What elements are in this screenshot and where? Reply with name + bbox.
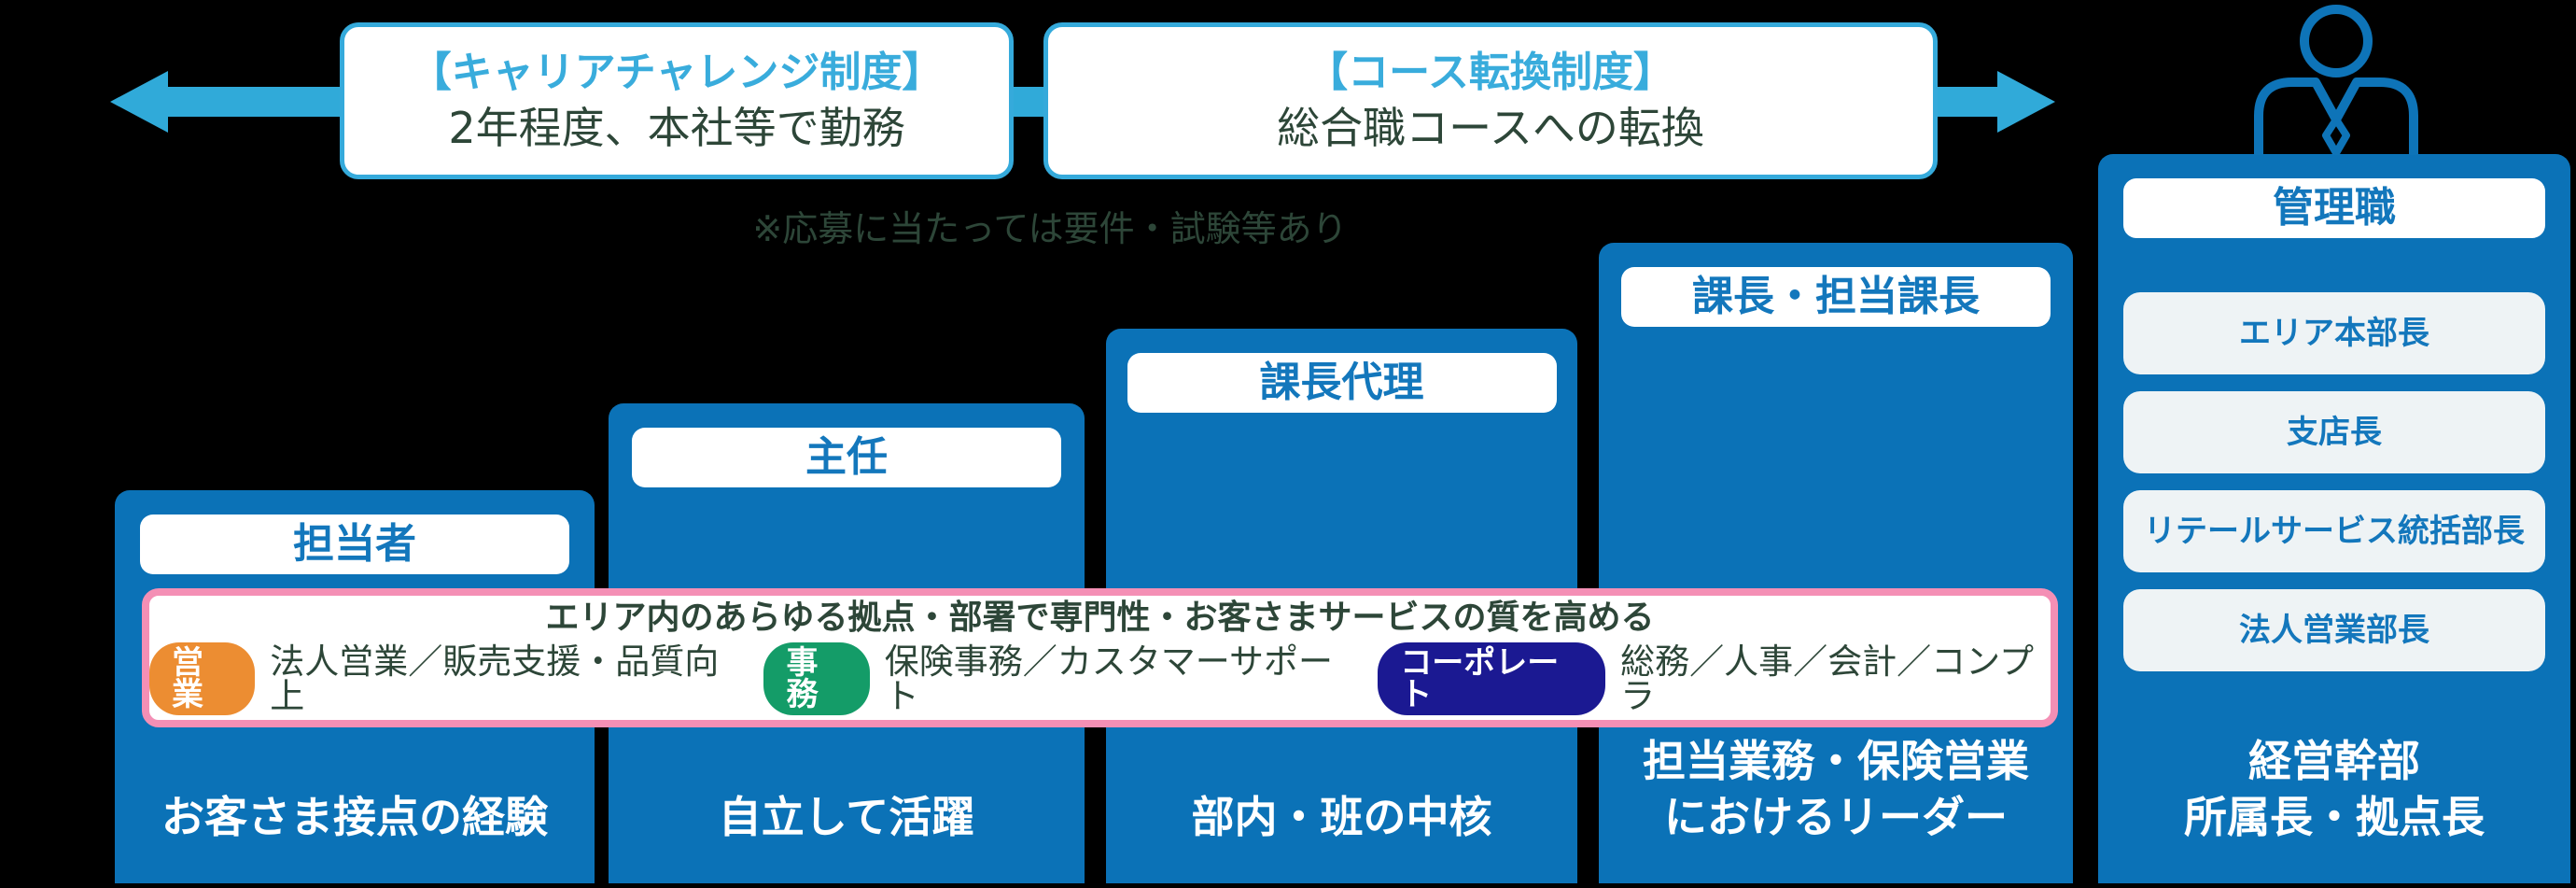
position-item: リテールサービス統括部長 <box>2123 490 2545 572</box>
category-badge: 営業 <box>149 641 256 715</box>
program-description: 2年程度、本社等で勤務 <box>448 103 905 153</box>
category-badge: コーポレート <box>1378 641 1606 715</box>
step-description: 部内・班の中核 <box>1191 792 1492 843</box>
program-box-course-conversion: 【コース転換制度】 総合職コースへの転換 <box>1043 22 1938 179</box>
management-position-list: エリア本部長 支店長 リテールサービス統括部長 法人営業部長 <box>2123 292 2545 671</box>
category-office: 事務 保険事務／カスタマーサポート <box>763 641 1348 716</box>
position-item: エリア本部長 <box>2123 292 2545 374</box>
step-description: お客さま接点の経験 <box>161 792 548 843</box>
rank-badge: 担当者 <box>140 514 569 574</box>
application-note: ※応募に当たっては要件・試験等あり <box>752 208 1348 249</box>
step-description: 経営幹部 所属長・拠点長 <box>2184 736 2485 843</box>
rank-badge: 課長・担当課長 <box>1621 267 2051 327</box>
category-text: 総務／人事／会計／コンプラ <box>1620 641 2035 716</box>
category-text: 法人営業／販売支援・品質向上 <box>270 641 720 716</box>
step-description: 自立して活躍 <box>718 792 975 843</box>
category-text: 保険事務／カスタマーサポート <box>884 641 1333 716</box>
program-title: 【キャリアチャレンジ制度】 <box>410 49 944 96</box>
step-column-section-manager: 課長・担当課長 担当業務・保険営業 におけるリーダー <box>1599 243 2073 883</box>
step-column-management: 管理職 エリア本部長 支店長 リテールサービス統括部長 法人営業部長 経営幹部 … <box>2098 154 2570 883</box>
arrow-right-icon <box>1997 71 2055 133</box>
category-badge: 事務 <box>763 641 870 715</box>
manager-person-icon <box>2254 5 2418 155</box>
highlight-headline: エリア内のあらゆる拠点・部署で専門性・お客さまサービスの質を高める <box>545 598 1655 637</box>
position-item: 法人営業部長 <box>2123 589 2545 671</box>
category-row: 営業 法人営業／販売支援・品質向上 事務 保険事務／カスタマーサポート コーポレ… <box>149 641 2051 716</box>
rank-badge: 管理職 <box>2123 178 2545 238</box>
program-description: 総合職コースへの転換 <box>1277 103 1704 153</box>
rank-badge: 課長代理 <box>1127 353 1557 413</box>
program-box-career-challenge: 【キャリアチャレンジ制度】 2年程度、本社等で勤務 <box>340 22 1014 179</box>
category-corporate: コーポレート 総務／人事／会計／コンプラ <box>1378 641 2051 716</box>
category-sales: 営業 法人営業／販売支援・品質向上 <box>149 641 734 716</box>
position-item: 支店長 <box>2123 391 2545 473</box>
rank-badge: 主任 <box>632 428 1061 487</box>
step-description: 担当業務・保険営業 におけるリーダー <box>1643 736 2029 843</box>
specialty-highlight-box: エリア内のあらゆる拠点・部署で専門性・お客さまサービスの質を高める 営業 法人営… <box>142 588 2058 727</box>
program-title: 【コース転換制度】 <box>1307 49 1674 96</box>
